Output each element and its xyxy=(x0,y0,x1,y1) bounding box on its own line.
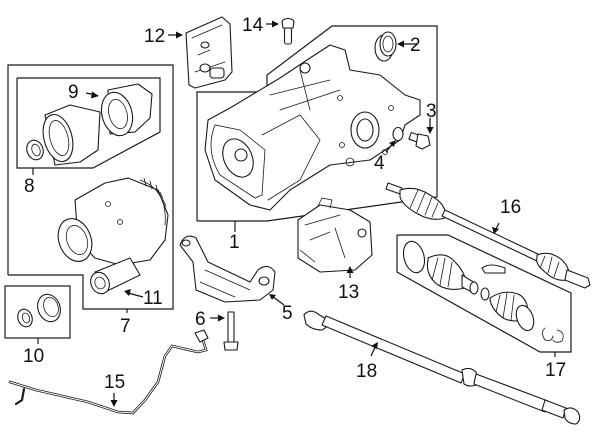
callout-17: 17 xyxy=(545,360,566,381)
callout-1: 1 xyxy=(229,232,240,253)
callout-18: 18 xyxy=(356,361,377,382)
flange[interactable] xyxy=(97,83,153,139)
drain-plug[interactable] xyxy=(408,131,431,150)
callout-2: 2 xyxy=(410,35,421,56)
plug-gasket[interactable] xyxy=(392,126,404,142)
mount-bracket[interactable] xyxy=(179,235,276,303)
callout-8: 8 xyxy=(24,176,35,197)
bracket-bolt[interactable] xyxy=(223,311,239,351)
callout-9: 9 xyxy=(68,82,79,103)
control-module-bracket[interactable] xyxy=(185,16,233,89)
axle-shaft[interactable] xyxy=(385,182,591,289)
group-box-17 xyxy=(396,234,572,353)
differential-housing[interactable] xyxy=(204,44,421,211)
control-module[interactable] xyxy=(297,197,373,273)
callout-6: 6 xyxy=(195,309,206,330)
callout-10: 10 xyxy=(23,346,44,367)
callout-12: 12 xyxy=(144,26,165,47)
cv-boot-kit[interactable] xyxy=(400,239,564,343)
coupling-assembly[interactable] xyxy=(52,177,169,266)
callout-5: 5 xyxy=(282,303,293,324)
coupling-seal-kit[interactable] xyxy=(24,104,101,166)
callout-14: 14 xyxy=(242,15,264,36)
callout-3: 3 xyxy=(426,101,437,122)
callout-13: 13 xyxy=(338,282,359,303)
wiring-harness[interactable] xyxy=(8,329,209,415)
callout-15: 15 xyxy=(104,372,125,393)
group-box-8 xyxy=(16,77,161,169)
callout-4: 4 xyxy=(374,153,385,174)
callout-16: 16 xyxy=(500,197,521,218)
callout-7: 7 xyxy=(120,316,131,337)
axle-seal[interactable] xyxy=(374,31,397,62)
actuator-motor[interactable] xyxy=(87,257,141,297)
callout-11: 11 xyxy=(143,288,163,309)
vent[interactable] xyxy=(281,17,295,45)
seal-kit[interactable] xyxy=(15,291,64,329)
drive-shaft[interactable] xyxy=(303,310,581,425)
group-box-7 xyxy=(7,64,174,310)
